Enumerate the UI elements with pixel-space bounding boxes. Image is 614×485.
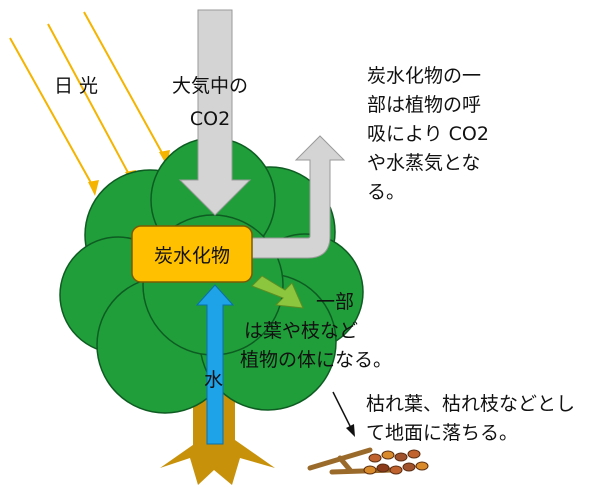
fallen-leaves <box>363 449 429 475</box>
respiration-description: 炭水化物の一 部は植物の呼 吸により CO2 や水蒸気とな る。 <box>367 62 557 207</box>
fallen-leaf <box>363 465 377 475</box>
body-part-line: 一部 <box>316 291 355 313</box>
sun-ray-1-head <box>88 180 99 196</box>
litter-pointer-head <box>346 424 355 437</box>
respiration-line: 炭水化物の一 <box>367 65 482 87</box>
sun-ray-2 <box>47 23 133 181</box>
carbohydrate-label: 炭水化物 <box>153 244 230 267</box>
sunlight-rays <box>9 11 170 196</box>
co2-intake-arrow <box>178 9 252 216</box>
respiration-line: や水蒸気とな <box>367 152 481 174</box>
water-arrow <box>195 284 235 445</box>
growth-arrow <box>251 275 304 309</box>
fallen-leaf <box>415 461 429 471</box>
body-part-description: 一部 は葉や枝など 植物の体になる。 <box>240 288 392 375</box>
litter-line: 枯れ葉、枯れ枝などとし <box>366 393 576 415</box>
atmosphere-co2-label: 大気中の CO2 <box>162 72 258 134</box>
fallen-leaf <box>389 465 403 475</box>
fallen-leaf <box>402 462 416 472</box>
water-label: 水 <box>204 369 224 391</box>
litter-line: て地面に落ちる。 <box>366 422 519 444</box>
body-part-line: は葉や枝など <box>244 320 359 342</box>
fallen-leaf <box>407 449 421 459</box>
sun-ray-1 <box>9 37 96 191</box>
respiration-line: 吸により CO2 <box>367 123 489 145</box>
sunlight-label: 日 光 <box>54 75 99 97</box>
respiration-line: る。 <box>367 181 406 203</box>
atmosphere-label: 大気中の <box>171 75 248 97</box>
respiration-arrow <box>251 135 346 259</box>
body-part-line: 植物の体になる。 <box>240 349 393 371</box>
litter-pointer-line <box>332 391 353 431</box>
fallen-leaf <box>368 453 382 463</box>
litter-description: 枯れ葉、枯れ枝などとし て地面に落ちる。 <box>366 390 575 448</box>
fallen-leaf <box>376 463 390 473</box>
tree-roots <box>160 440 275 485</box>
respiration-line: 部は植物の呼 <box>367 94 482 116</box>
co2-label: CO2 <box>189 108 231 130</box>
fallen-leaf <box>381 450 395 460</box>
twig <box>337 455 353 473</box>
sun-ray-3 <box>83 11 167 161</box>
carbohydrate-box <box>131 225 253 283</box>
fallen-leaf <box>394 452 408 462</box>
